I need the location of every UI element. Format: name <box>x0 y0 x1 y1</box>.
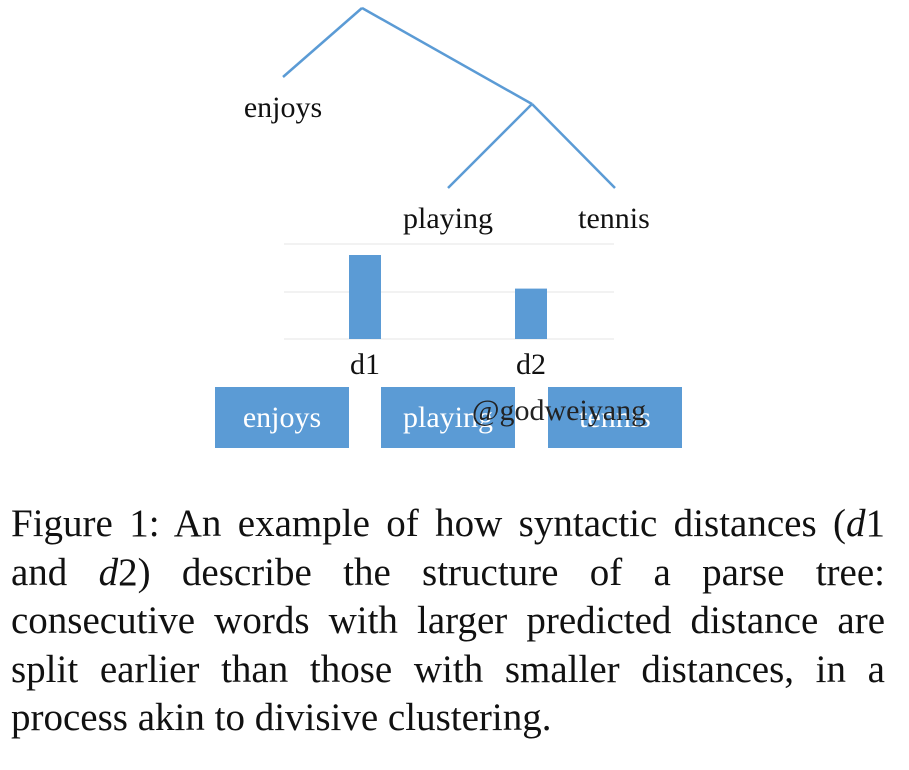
tree-edge-root-right <box>361 6 533 106</box>
bar-d2 <box>515 288 547 339</box>
caption-and: and <box>11 550 99 594</box>
figure: enjoys playing tennis d1 d2 enjoys playi… <box>215 6 682 448</box>
caption-tail: ) describe the structure of a parse tree… <box>11 550 885 740</box>
caption-d1-variable: d <box>846 502 866 545</box>
word-box-label-playing: playing <box>403 401 493 434</box>
tree-label-playing: playing <box>403 202 493 235</box>
figure-caption: Figure 1: An example of how syntactic di… <box>11 500 885 743</box>
caption-math-d1: d1 <box>846 502 885 545</box>
tree-edge-root-left <box>282 7 363 78</box>
caption-d2-variable: d <box>98 550 119 594</box>
caption-lead: Figure 1: An example of how syntactic di… <box>11 502 846 545</box>
tree-edge-inner-right <box>531 103 616 189</box>
bar-d1 <box>349 255 381 339</box>
word-boxes: enjoys playing tennis <box>215 387 682 448</box>
bar-label-d1: d1 <box>350 348 380 381</box>
bar-label-d2: d2 <box>516 348 546 381</box>
tree-edge-inner-left <box>447 103 533 189</box>
word-box-tennis <box>548 387 682 448</box>
tree-label-enjoys: enjoys <box>244 91 322 124</box>
watermark: @godweiyang <box>472 394 646 427</box>
word-box-playing <box>381 387 515 448</box>
tree-label-tennis: tennis <box>578 202 650 235</box>
word-box-enjoys <box>215 387 349 448</box>
word-box-label-enjoys: enjoys <box>243 401 321 434</box>
word-box-label-tennis: tennis <box>579 401 651 434</box>
caption-math-d2: d2 <box>99 551 138 594</box>
caption-d1-number: 1 <box>865 502 886 545</box>
distance-bars: d1 d2 <box>284 243 614 381</box>
caption-d2-number: 2 <box>118 550 138 594</box>
parse-tree: enjoys playing tennis <box>244 6 650 235</box>
